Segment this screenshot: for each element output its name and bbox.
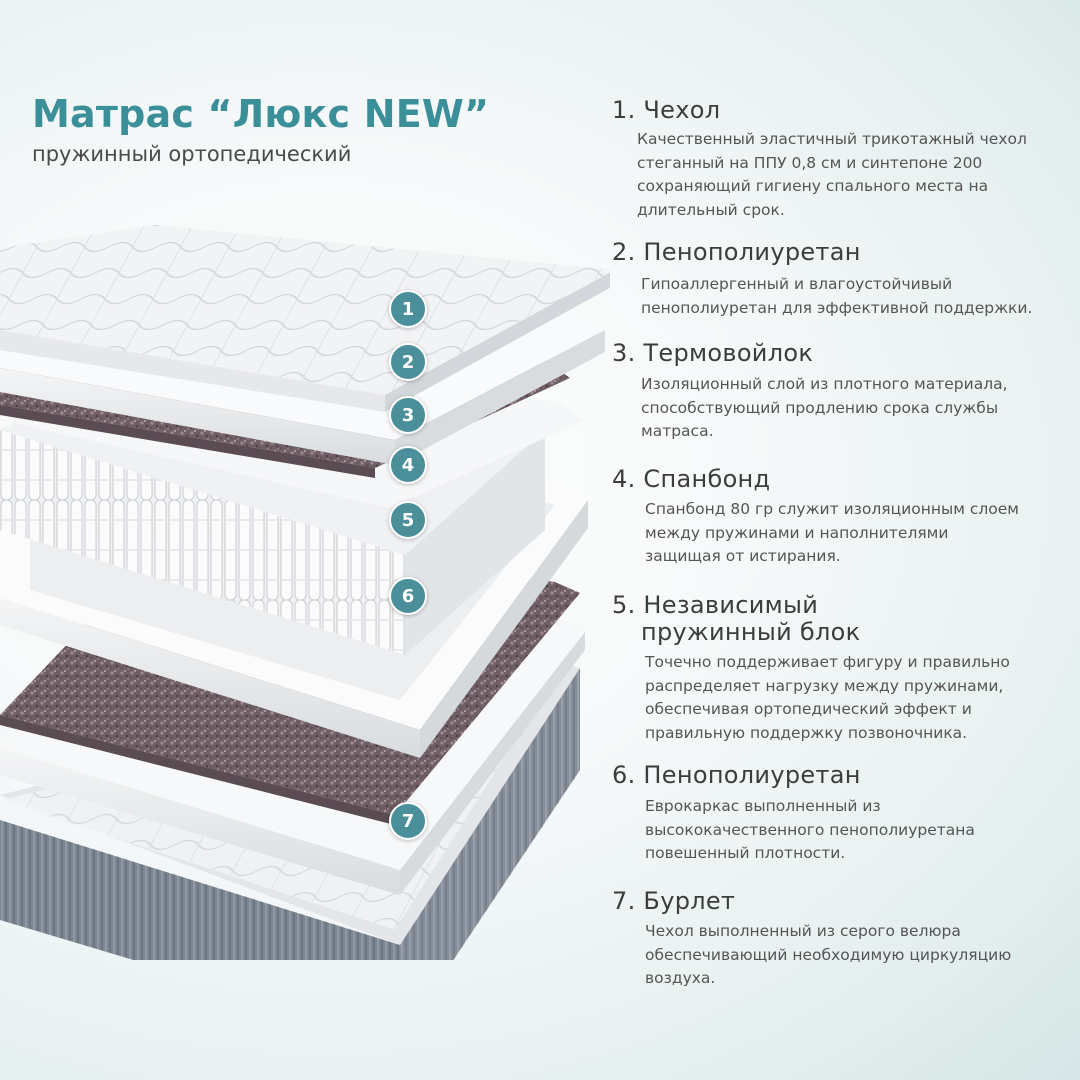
layer-title: 1. Чехол <box>612 96 721 124</box>
layer-description: Гипоаллергенный и влагоустойчивый пенопо… <box>641 275 1033 317</box>
layer-title: 6. Пенополиуретан <box>612 761 861 789</box>
layer-1-cover <box>0 225 610 412</box>
layer-description: Чехол выполненный из серого велюра обесп… <box>645 922 1012 987</box>
layer-title: 2. Пенополиуретан <box>612 238 861 266</box>
mattress-layers-illustration: X2 <box>0 225 610 960</box>
layer-description: Качественный эластичный трикотажный чехо… <box>637 130 1027 219</box>
layer-title: 5. Независимый пружинный блок <box>612 591 861 646</box>
layer-title: 7. Бурлет <box>612 887 736 915</box>
layer-badge-7: 7 <box>389 802 427 840</box>
layer-badge-3: 3 <box>389 396 427 434</box>
layer-badge-2: 2 <box>389 343 427 381</box>
layer-badge-4: 4 <box>389 446 427 484</box>
layer-title: 4. Спанбонд <box>612 465 771 493</box>
layer-badge-1: 1 <box>389 290 427 328</box>
layer-description: Изоляционный слой из плотного материала,… <box>641 375 1008 440</box>
product-title: Матрас “Люкс NEW” <box>32 92 490 136</box>
layer-description: Спанбонд 80 гр служит изоляционным слоем… <box>645 500 1019 565</box>
layer-description: Еврокаркас выполненный из высококачестве… <box>645 797 975 862</box>
layer-title: 3. Термовойлок <box>612 339 814 367</box>
layer-badge-5: 5 <box>389 501 427 539</box>
layer-badge-6: 6 <box>389 577 427 615</box>
product-subtitle: пружинный ортопедический <box>32 142 352 166</box>
layer-description: Точечно поддерживает фигуру и правильно … <box>645 653 1010 742</box>
